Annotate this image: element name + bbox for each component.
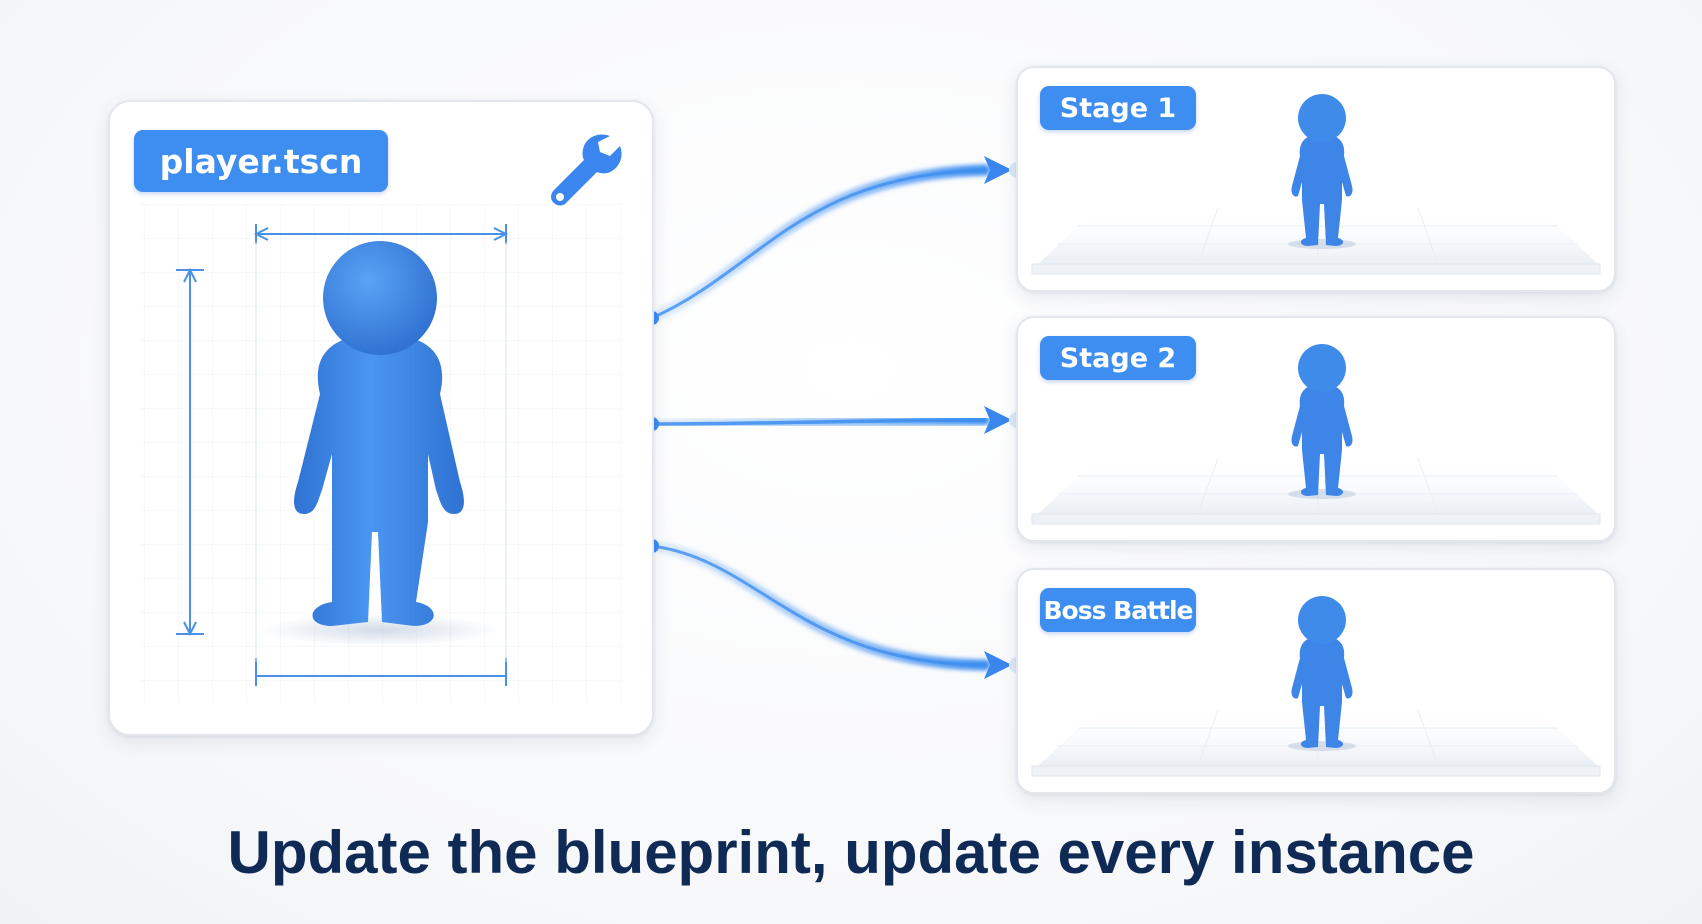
width-dimension-top bbox=[253, 224, 509, 244]
player-figure bbox=[260, 241, 500, 646]
width-dimension-bottom bbox=[255, 658, 507, 686]
instance-card-stage-2[interactable]: Stage 2 bbox=[1016, 316, 1616, 542]
stage-2-figure bbox=[1288, 344, 1356, 499]
instance-label-boss-battle: Boss Battle bbox=[1040, 588, 1196, 632]
stage-1-figure bbox=[1288, 94, 1356, 249]
wrench-icon[interactable] bbox=[544, 128, 624, 208]
arrow-to-stage-2 bbox=[645, 406, 1025, 434]
headline: Update the blueprint, update every insta… bbox=[227, 819, 1475, 886]
stage-1-scene bbox=[1031, 94, 1601, 275]
blueprint-artwork bbox=[140, 202, 622, 702]
arrow-to-stage-1 bbox=[645, 156, 1025, 325]
instance-card-stage-1[interactable]: Stage 1 bbox=[1016, 66, 1616, 292]
boss-battle-figure bbox=[1288, 596, 1356, 751]
stage-2-scene bbox=[1031, 344, 1601, 525]
blueprint-card: player.tscn bbox=[108, 100, 654, 736]
instance-label-stage-1: Stage 1 bbox=[1040, 86, 1196, 130]
boss-battle-scene bbox=[1031, 596, 1601, 777]
blueprint-file-label: player.tscn bbox=[134, 130, 388, 192]
height-dimension bbox=[176, 267, 204, 637]
instance-label-stage-2: Stage 2 bbox=[1040, 336, 1196, 380]
arrow-to-boss-battle bbox=[645, 539, 1025, 679]
instance-card-boss-battle[interactable]: Boss Battle bbox=[1016, 568, 1616, 794]
